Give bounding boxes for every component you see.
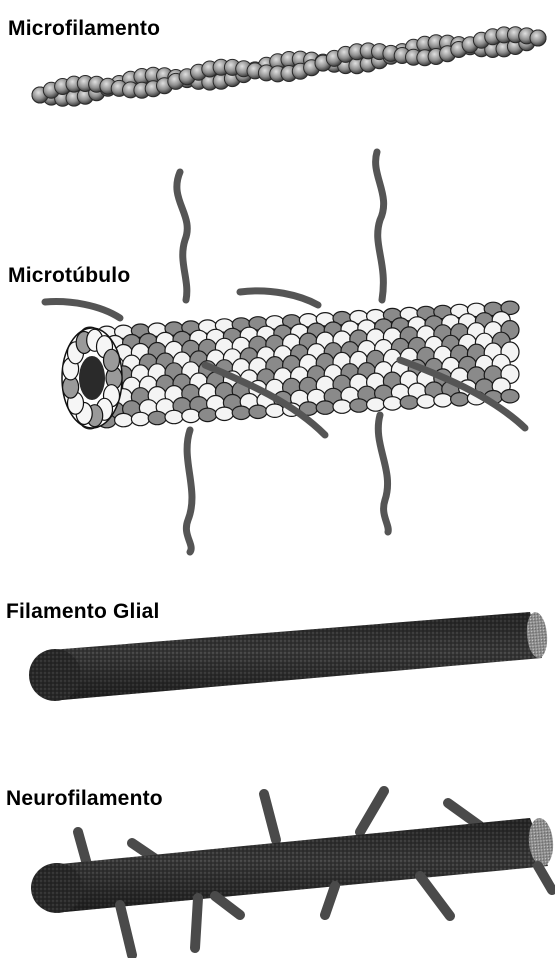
tubulin-subunit — [400, 396, 418, 409]
microfilament-drawing — [32, 27, 546, 107]
tubulin-subunit — [316, 401, 334, 414]
tubulin-subunit — [215, 407, 233, 420]
tubulin-subunit — [383, 397, 401, 410]
tubulin-subunit — [115, 413, 133, 426]
tubulin-subunit — [148, 411, 166, 424]
microtubule-arm — [177, 172, 187, 300]
microtubule-lumen — [79, 356, 105, 400]
tubulin-subunit — [249, 405, 267, 418]
tubulin-subunit — [501, 390, 519, 403]
tubulin-subunit — [182, 409, 200, 422]
tubulin-subunit — [131, 412, 149, 425]
microtubule-cross-section — [62, 328, 122, 428]
glial-filament-drawing — [29, 611, 549, 701]
tubulin-subunit — [232, 406, 250, 419]
tubulin-subunit — [367, 398, 385, 411]
tubulin-subunit — [451, 393, 469, 406]
tubulin-subunit — [333, 400, 351, 413]
microtubule-arm — [186, 430, 192, 552]
neurofilament-drawing — [31, 791, 555, 955]
microtubule-arm — [45, 302, 120, 318]
microtubule-drawing — [45, 152, 525, 552]
microtubule-arm — [240, 291, 318, 305]
microtubule-arm — [378, 415, 388, 532]
tubulin-subunit — [266, 404, 284, 417]
actin-subunit — [530, 30, 546, 46]
tubulin-subunit — [199, 408, 217, 421]
tubulin-subunit — [350, 399, 368, 412]
tubulin-subunit — [417, 395, 435, 408]
tubulin-subunit — [165, 410, 183, 423]
tubulin-subunit — [434, 394, 452, 407]
microtubule-arm — [376, 152, 384, 300]
tubulin-protofilament-end — [104, 349, 120, 371]
